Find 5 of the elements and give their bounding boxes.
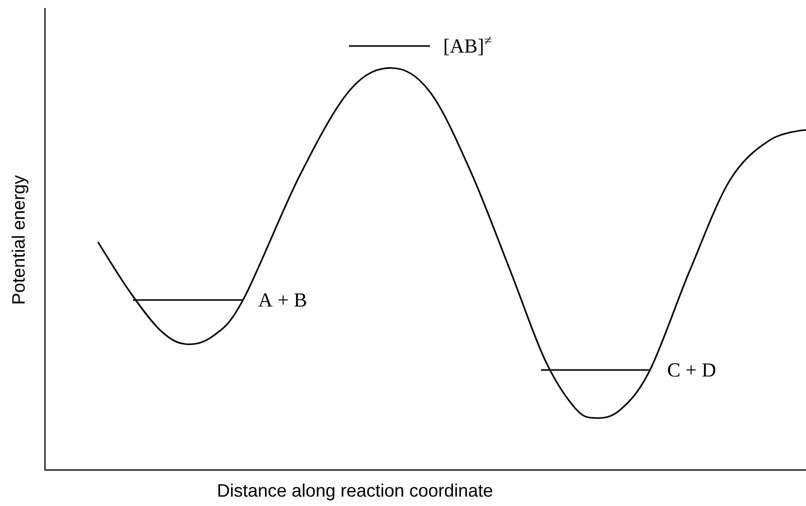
level-label: [AB]$^{≠}$: [444, 36, 492, 56]
level-label: C + D: [668, 363, 716, 377]
level-label: A + B: [258, 293, 306, 307]
axis-label: Distance along reaction coordinate: [218, 484, 492, 500]
axis-label: Potential energy: [12, 175, 28, 304]
